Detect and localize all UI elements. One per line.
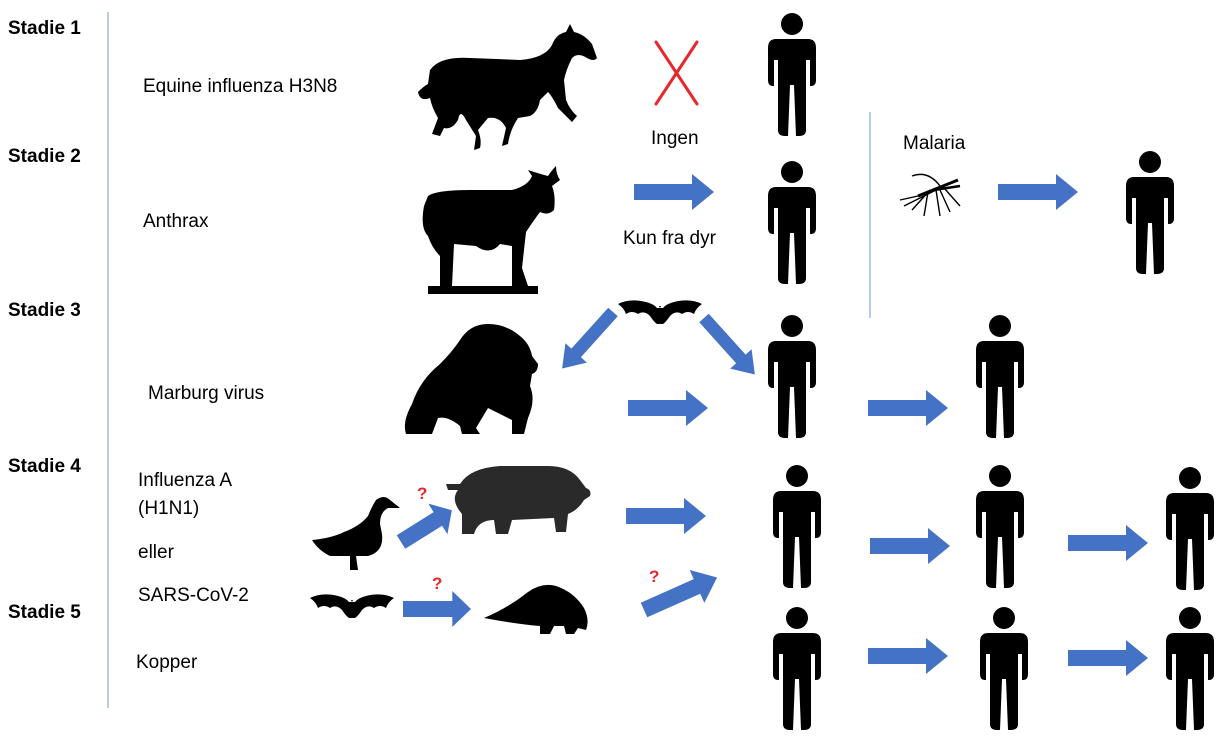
unknown-transmission-mark: ? xyxy=(649,567,659,586)
unknown-transmission-mark: ? xyxy=(417,484,427,503)
transmission-arrow xyxy=(626,498,706,534)
person-icon xyxy=(773,465,821,588)
cross-icon xyxy=(656,42,697,104)
bat-icon xyxy=(618,300,702,324)
person-icon xyxy=(976,315,1024,438)
pangolin-icon xyxy=(484,585,588,634)
person-icon xyxy=(1166,467,1214,590)
person-icon xyxy=(768,13,816,136)
transmission-arrow xyxy=(868,390,948,426)
person-icon xyxy=(980,607,1028,730)
transmission-arrow xyxy=(403,591,471,627)
mosquito-icon xyxy=(900,174,960,216)
cow-icon xyxy=(423,166,560,294)
person-icon xyxy=(773,607,821,730)
transmission-arrow xyxy=(998,174,1078,210)
gorilla-icon xyxy=(405,324,538,434)
transmission-arrow xyxy=(1068,525,1148,561)
transmission-arrow xyxy=(391,495,461,557)
bat-to-gorilla-arrow xyxy=(551,302,623,378)
duck-icon xyxy=(312,497,400,570)
person-icon xyxy=(976,465,1024,588)
horse-icon xyxy=(418,24,597,150)
person-icon xyxy=(1126,151,1174,274)
unknown-transmission-mark: ? xyxy=(432,574,442,593)
transmission-arrow xyxy=(628,390,708,426)
transmission-arrow xyxy=(634,174,714,210)
transmission-arrow xyxy=(870,528,950,564)
transmission-arrow xyxy=(868,638,948,674)
pig-icon xyxy=(446,466,591,534)
person-icon xyxy=(768,161,816,284)
bat-icon xyxy=(310,594,394,618)
bat-to-human-arrow xyxy=(693,308,765,384)
person-icon xyxy=(1166,607,1214,730)
person-icon xyxy=(768,315,816,438)
transmission-arrow xyxy=(1068,640,1148,676)
